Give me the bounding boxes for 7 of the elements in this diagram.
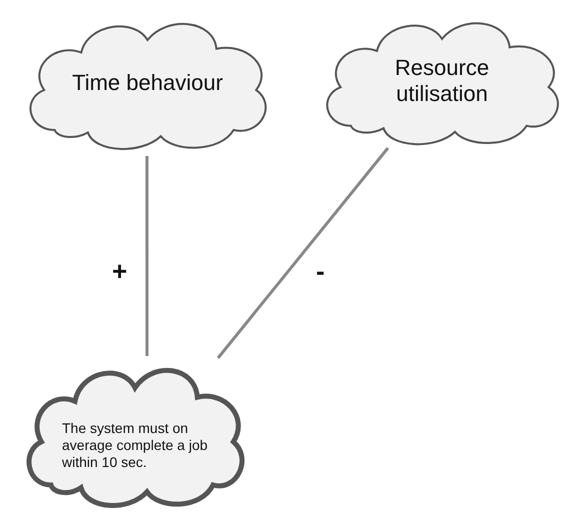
- edge-label: +: [112, 258, 128, 284]
- edge-label: -: [316, 258, 325, 284]
- connector-line: [216, 147, 390, 359]
- node-text: Time behaviour: [71, 70, 224, 96]
- node-text: The system must on average complete a job within 10 sec.: [62, 420, 209, 470]
- connector-line: [145, 156, 148, 356]
- node-text: Resource utilisation: [394, 55, 490, 108]
